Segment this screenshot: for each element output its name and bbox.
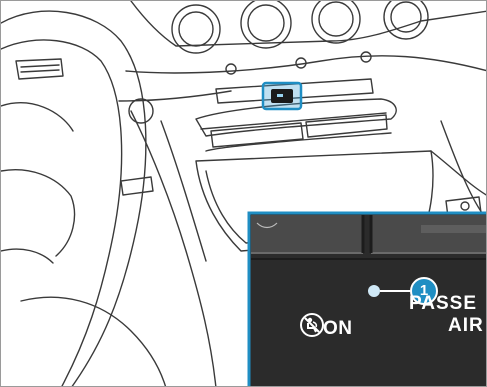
- passenger-label-line1: PASSE: [409, 293, 477, 315]
- indicator-state-label: ON: [323, 318, 353, 340]
- indicator-led-icon: [368, 285, 380, 297]
- steering-wheel-spoke: [1, 170, 75, 256]
- steering-wheel-inner-rim: [1, 40, 122, 387]
- passenger-label-line2: AIR: [448, 315, 484, 337]
